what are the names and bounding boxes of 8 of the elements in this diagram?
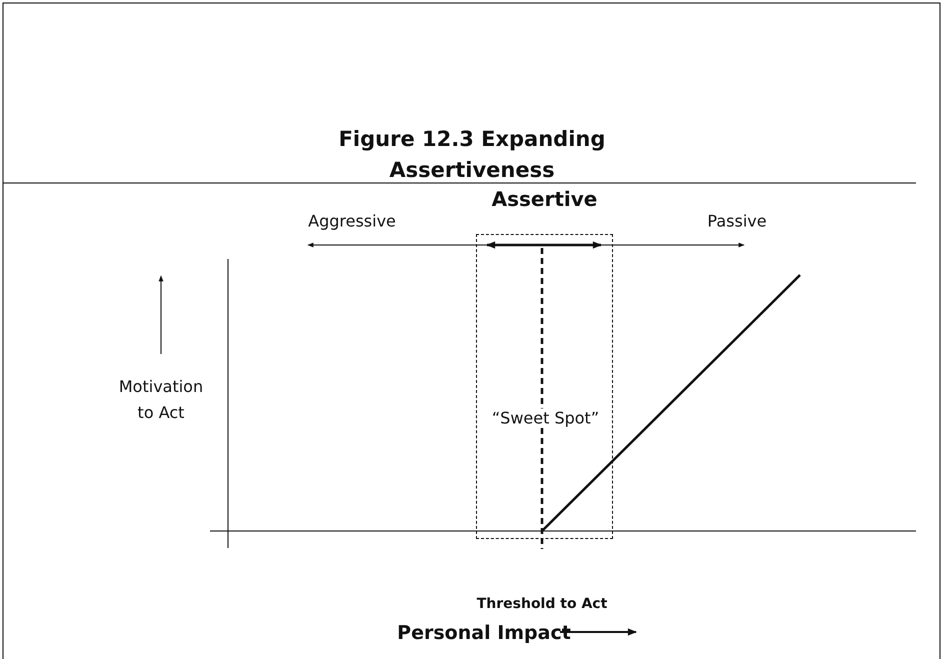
region-label: “Sweet Spot” [490, 408, 600, 428]
axis-end-label: Aggressive [308, 212, 396, 230]
axis-end-label: Passive [707, 212, 767, 230]
figure-title: Figure 12.3 Expanding Assertiveness [338, 126, 606, 184]
axis-label: Personal Impact [397, 622, 571, 644]
axis-label: Motivation to Act [118, 376, 204, 424]
threshold-label: Threshold to Act [476, 596, 608, 612]
region-heading: Assertive [492, 187, 598, 211]
